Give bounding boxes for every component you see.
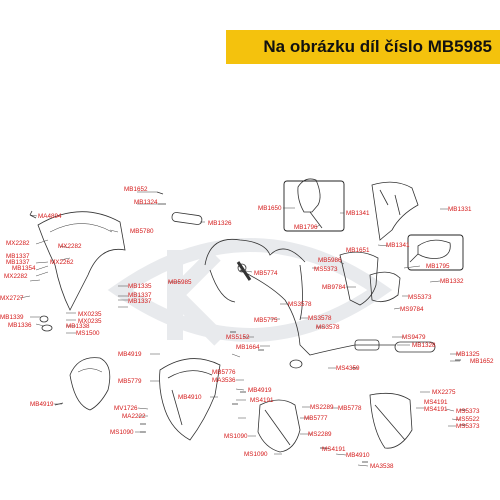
part-label: MX0235 [78,318,102,325]
part-label: MS4191 [424,399,448,406]
part-label: MB1337 [6,259,30,266]
upper-cover-part [371,181,419,241]
front-cover-part [159,358,221,441]
part-label: MB4910 [346,452,370,459]
part-label: MX2282 [58,243,82,250]
part-label: MB1326 [208,220,232,227]
part-label: MB4919 [118,351,142,358]
rubber-part [41,324,53,332]
part-label: MA4894 [38,213,62,220]
part-label: MB1338 [66,323,90,330]
part-label: MB4919 [248,387,272,394]
brand-watermark [107,238,393,346]
part-label: MB9784 [322,284,346,291]
part-label: MB1336 [8,322,32,329]
windscreen-part [37,211,126,311]
part-label: MS1090 [110,429,134,436]
part-label: MB1341 [346,210,370,217]
part-label: MB1651 [346,247,370,254]
part-label: MB1335 [128,283,152,290]
part-label: MX2262 [50,259,74,266]
part-label: MS9479 [402,334,426,341]
part-label: MS4191 [424,406,448,413]
part-label: MB5986 [318,257,342,264]
screw-part [39,315,49,323]
part-label: MS9784 [400,306,424,313]
part-label: MB1652 [470,358,494,365]
part-label: MS3578 [308,315,332,322]
part-label: MS5152 [226,334,250,341]
part-label: MB1664 [236,344,260,351]
part-label: MS2289 [310,404,334,411]
part-label: MB5779 [118,378,142,385]
part-label: MB1354 [12,265,36,272]
part-label: MA3538 [370,463,394,470]
part-label: MS3578 [288,301,312,308]
banner-text: Na obrázku díl číslo MB5985 [263,37,492,56]
part-label: MB4910 [178,394,202,401]
part-label: MX2727 [0,295,24,302]
part-label: MX2282 [4,273,28,280]
part-label: MS5522 [456,416,480,423]
part-label: MB4919 [30,401,54,408]
part-label: MX0235 [78,311,102,318]
part-label: MB5777 [304,415,328,422]
part-label: MB1795 [426,263,450,270]
part-label: MB1325 [456,351,480,358]
part-label: MB5778 [338,405,362,412]
right-grip-part [394,341,436,353]
part-label: MV1726 [114,405,138,412]
part-label: MB1650 [258,205,282,212]
part-label: MS4191 [250,397,274,404]
part-label: MS1090 [244,451,268,458]
part-label: MA3536 [212,377,236,384]
part-label: MB1328 [412,342,436,349]
part-label: MB5780 [130,228,154,235]
part-label: MB1337 [128,298,152,305]
part-label: MS1090 [224,433,248,440]
part-label: MB1337 [128,292,152,299]
part-label: MB5775 [254,317,278,324]
headlight-part [69,357,111,411]
part-label: MS5373 [314,266,338,273]
part-label: MX2282 [6,240,30,247]
small-cover-part [369,271,401,303]
lower-cover-part [369,392,413,449]
part-label: MB1652 [124,186,148,193]
part-label: MB5776 [212,369,236,376]
part-label: MB5774 [254,270,278,277]
part-label: MB1341 [386,242,410,249]
part-label: MS4359 [336,365,360,372]
part-label: MS5373 [456,423,480,430]
inner-cover-part [257,399,301,453]
grip-part [171,212,203,225]
side-panel-part [339,251,379,306]
part-label: MA2222 [122,413,146,420]
part-label: MB1339 [0,314,24,321]
left-mirror-part [297,178,321,213]
part-label: MS3578 [316,324,340,331]
part-label: MB1796 [294,224,318,231]
part-label: MB1331 [448,206,472,213]
part-label: MB5985 [168,279,192,286]
part-label: MS2289 [308,431,332,438]
part-label: MS5373 [456,408,480,415]
part-label: MS4191 [322,446,346,453]
part-number-banner: Na obrázku díl číslo MB5985 [226,30,500,64]
right-mirror-part [417,239,451,259]
cable-part [204,238,306,266]
part-label: MB1324 [134,199,158,206]
handlebar-part [239,269,395,356]
part-label: MX2275 [432,389,456,396]
part-label: MS5373 [408,294,432,301]
part-label: MB1332 [440,278,464,285]
part-label: MS1500 [76,330,100,337]
part-label: MB1337 [6,253,30,260]
